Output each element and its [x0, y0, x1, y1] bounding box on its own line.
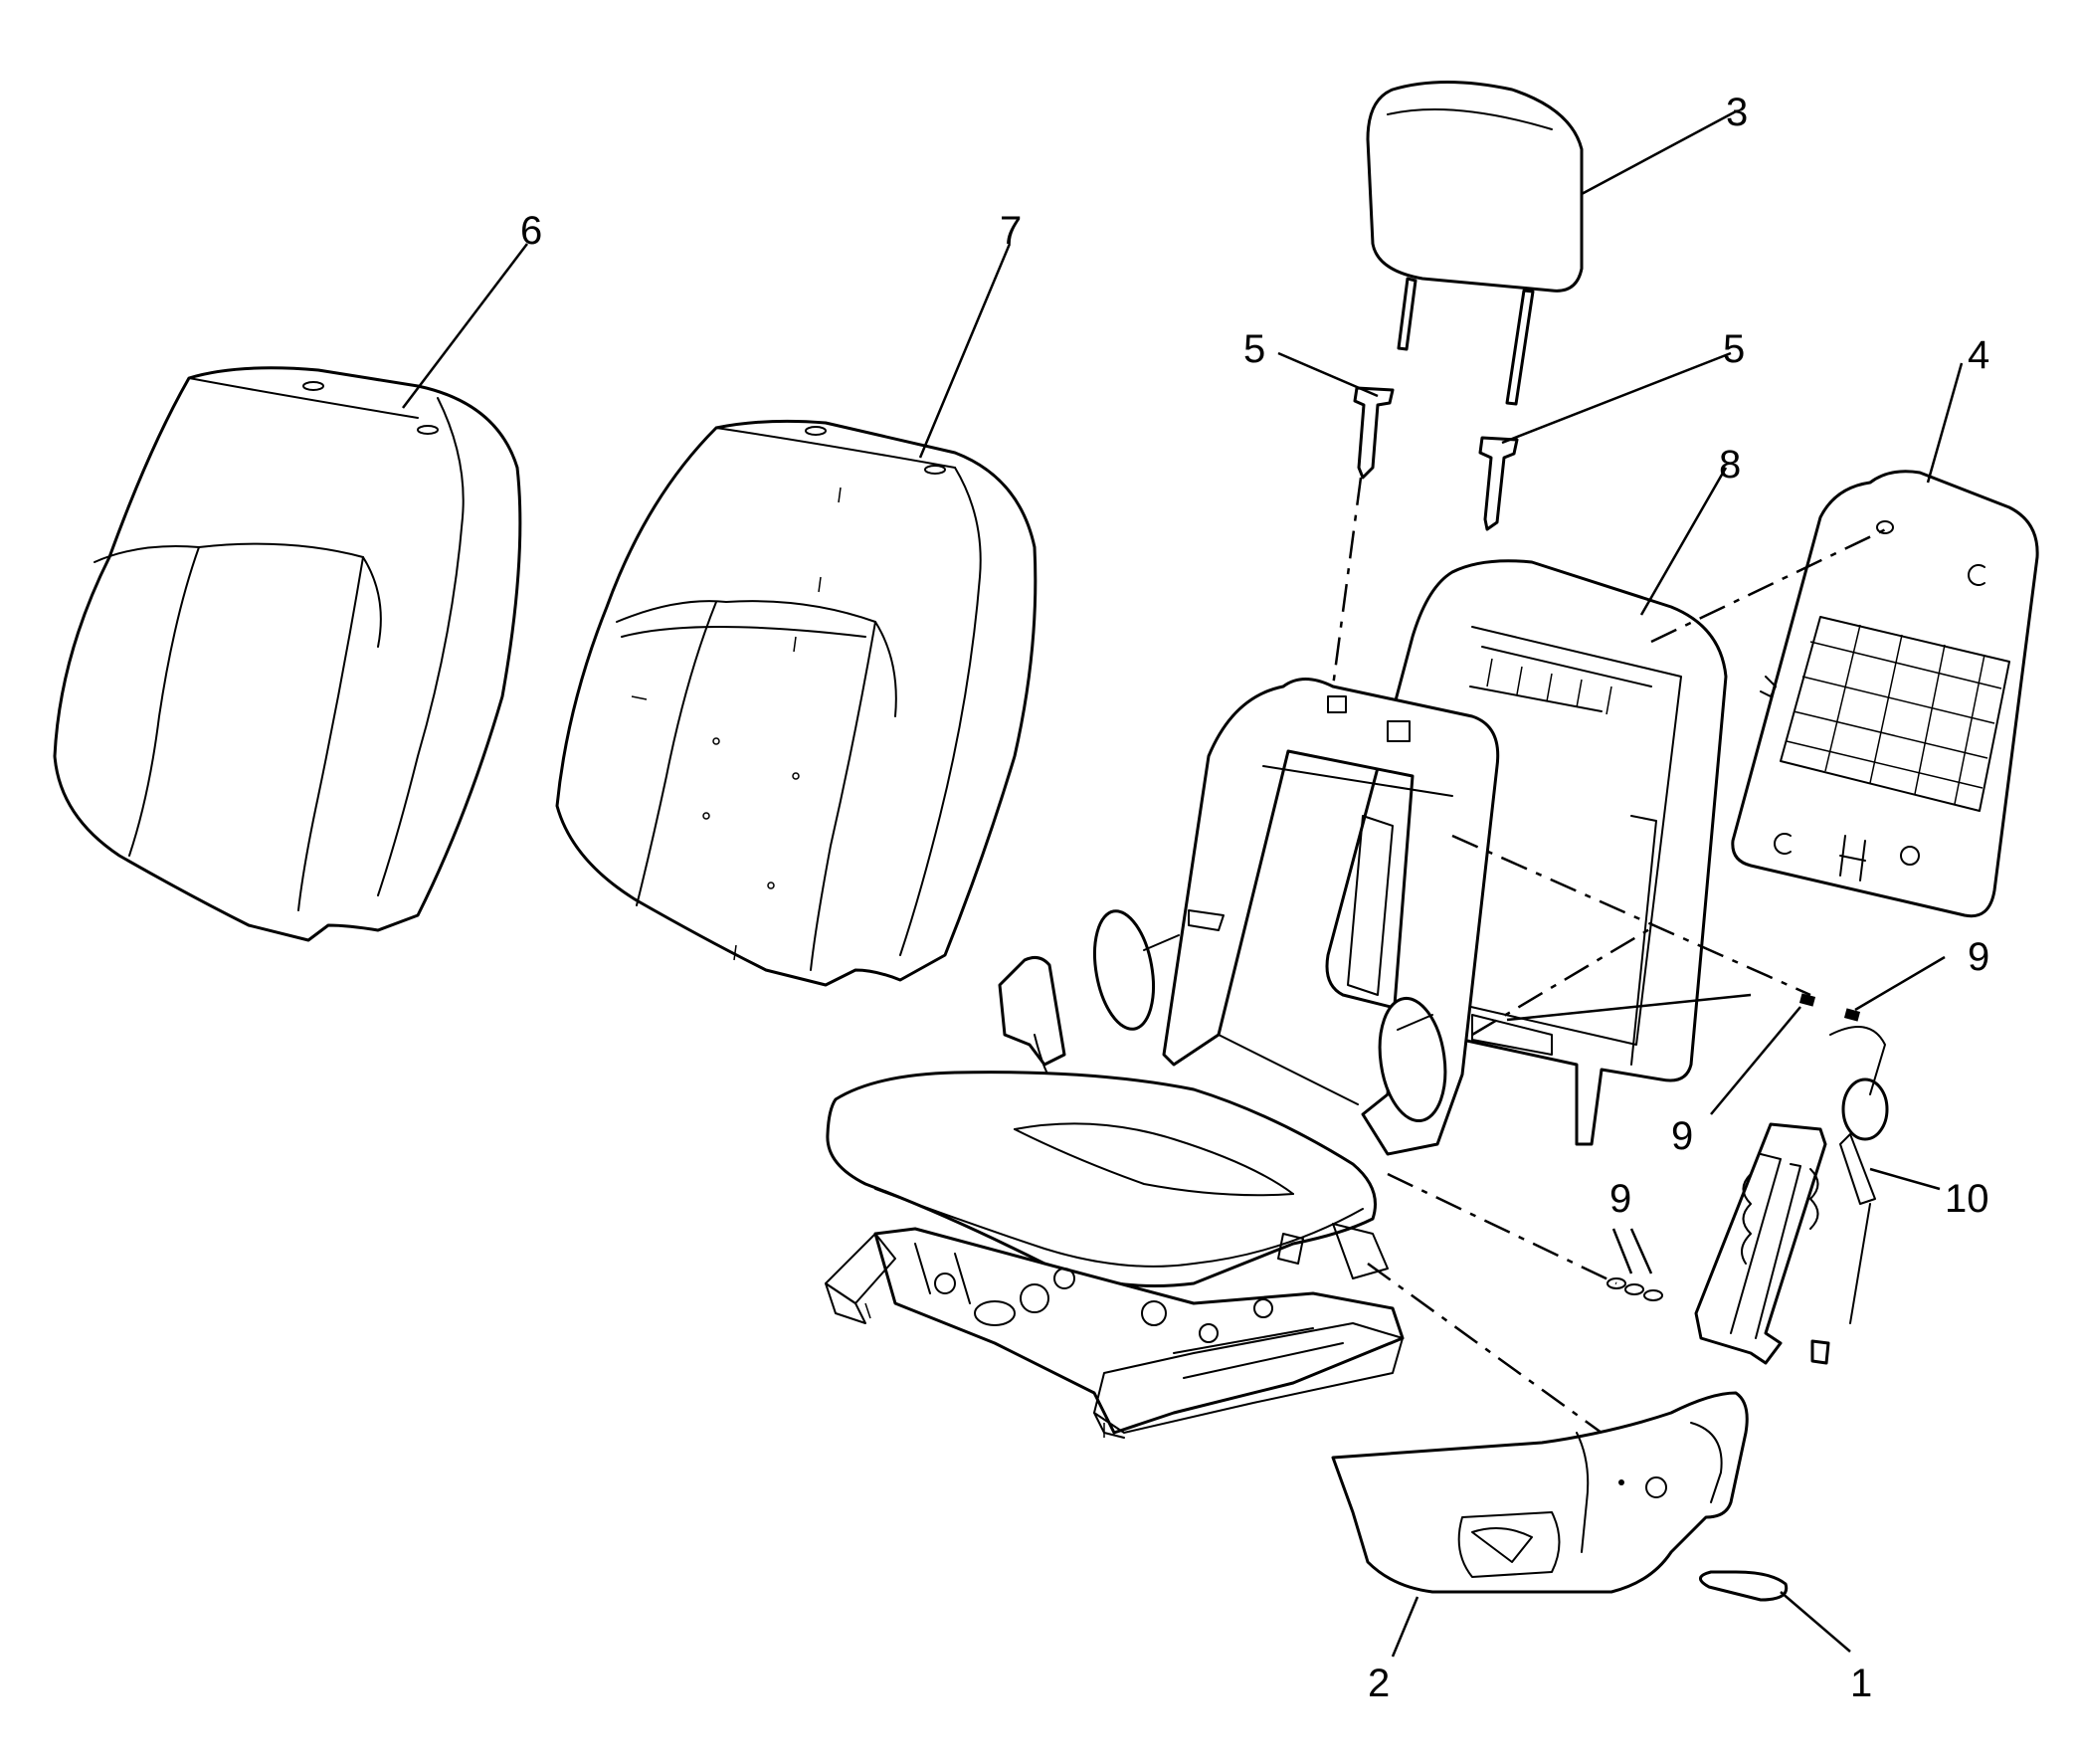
- callouts: 3 4 5 5 6 7 8 9 9 9 10 2 1: [520, 91, 1989, 1705]
- seatback-pad: [555, 419, 1038, 987]
- recliner-mechanism: [1694, 1026, 1889, 1365]
- seat-frame: [998, 678, 1500, 1156]
- callout-5-left: 5: [1243, 327, 1265, 371]
- seatback-cover-outer: [53, 366, 522, 942]
- fasteners: [1606, 993, 1861, 1301]
- callout-8: 8: [1719, 443, 1741, 487]
- callout-9-top-right: 9: [1968, 935, 1989, 979]
- callout-10: 10: [1945, 1177, 1989, 1221]
- callout-5-right: 5: [1723, 327, 1745, 371]
- seat-side-trim: [1331, 1391, 1749, 1594]
- callout-3: 3: [1726, 91, 1748, 134]
- recliner-handle-clip: [1699, 1570, 1789, 1602]
- callout-4: 4: [1968, 333, 1989, 377]
- leader-lines: [1506, 993, 1752, 1022]
- callout-6: 6: [520, 209, 542, 253]
- callout-1: 1: [1850, 1662, 1872, 1705]
- seat-cushion: [826, 1071, 1377, 1287]
- callout-9-mid: 9: [1671, 1114, 1693, 1158]
- callout-leaders: [402, 109, 1964, 1658]
- seat-adjuster: [825, 1223, 1405, 1439]
- head-restraint: [1366, 81, 1584, 406]
- callout-2: 2: [1368, 1662, 1390, 1705]
- rear-back-panel: [1731, 470, 2039, 918]
- callout-9-bottom: 9: [1609, 1177, 1631, 1221]
- assembly-lines: [1331, 477, 1891, 1435]
- callout-7: 7: [1000, 209, 1022, 253]
- head-restraint-guide-right: [1478, 436, 1519, 531]
- head-restraint-guide-left: [1353, 386, 1395, 480]
